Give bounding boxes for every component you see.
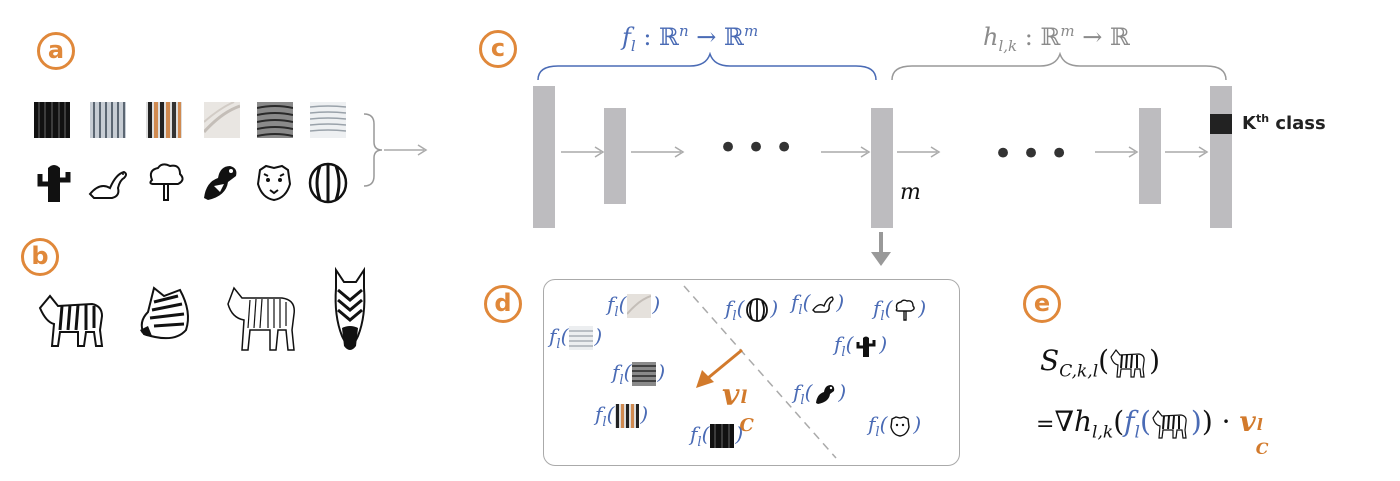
zebra-mini-icon-2 (1152, 409, 1187, 439)
dinosaur-mini-icon (812, 295, 835, 313)
bird-icon (204, 166, 237, 200)
bottleneck-layer-m (871, 108, 893, 228)
activation-cactus: fl() (834, 332, 888, 360)
texture-black-stripes-mini (710, 423, 735, 448)
tiger-icon (256, 164, 292, 202)
badge-c: c (479, 30, 517, 68)
watermelon-icon (308, 162, 348, 204)
kth-class-label: Kth class (1242, 112, 1326, 134)
badge-e: e (1023, 285, 1061, 323)
activation-orange-stripes: fl() (595, 402, 649, 430)
ellipsis-right: ••• (993, 134, 1078, 174)
texture-light-stripes (310, 102, 346, 138)
texture-white-fabric-mini (627, 293, 652, 318)
input-layer (533, 86, 555, 228)
texture-light-stripes-mini (569, 325, 594, 350)
cav-vector-arrow (696, 348, 743, 388)
tiger-mini-icon (890, 415, 911, 437)
h-map-label: hl,k : ℝm → ℝ (983, 22, 1130, 55)
cav-boundary (683, 285, 837, 459)
bird-mini-icon (816, 384, 835, 404)
activation-space-panel (543, 279, 960, 466)
texture-gray-stripes (90, 102, 126, 138)
tree-mini-icon (896, 299, 916, 321)
ellipsis-left: ••• (718, 128, 803, 168)
concept-brace (363, 113, 428, 187)
activation-wavy-gray: fl() (612, 360, 666, 388)
sensitivity-lhs: SC,k,l() (1040, 344, 1161, 382)
badge-b: b (21, 238, 59, 276)
kth-class-unit (1210, 114, 1232, 134)
m-dimension-label: m (900, 180, 921, 205)
network-braces (537, 52, 1227, 81)
activation-light-stripes: fl() (549, 324, 603, 352)
activation-white-fabric: fl() (607, 292, 661, 320)
watermelon-mini-icon (746, 297, 769, 322)
cactus-icon (37, 165, 71, 202)
activation-tree: fl() (873, 296, 927, 324)
down-arrow (871, 232, 891, 266)
activation-dinosaur: fl() (791, 290, 845, 318)
texture-orange-stripes-mini (615, 403, 640, 428)
zebra-walking-icon (38, 294, 104, 347)
f-map-label: fl : ℝn → ℝm (622, 22, 759, 55)
zebra-face-icon (334, 266, 366, 350)
activation-watermelon: fl() (725, 296, 779, 324)
hidden-layer-late (1139, 108, 1161, 204)
activation-black-stripes: fl() (690, 422, 744, 450)
texture-wavy-gray-mini (632, 361, 657, 386)
network-arrows (561, 146, 1209, 158)
activation-tiger: fl() (868, 412, 922, 440)
zebra-outline-icon (227, 286, 295, 351)
zebra-head-icon (140, 286, 189, 340)
cactus-mini-icon (856, 336, 876, 357)
hidden-layer-1 (604, 108, 626, 204)
texture-orange-stripes (146, 102, 182, 138)
tree-icon (149, 163, 184, 201)
badge-a: a (37, 32, 75, 70)
zebra-mini-icon (1110, 348, 1145, 378)
texture-black-stripes (34, 102, 70, 138)
activation-bird: fl() (793, 380, 847, 408)
texture-white-fabric (204, 102, 240, 138)
dinosaur-icon (88, 170, 127, 199)
texture-wavy-gray (257, 102, 293, 138)
badge-d: d (484, 285, 522, 323)
